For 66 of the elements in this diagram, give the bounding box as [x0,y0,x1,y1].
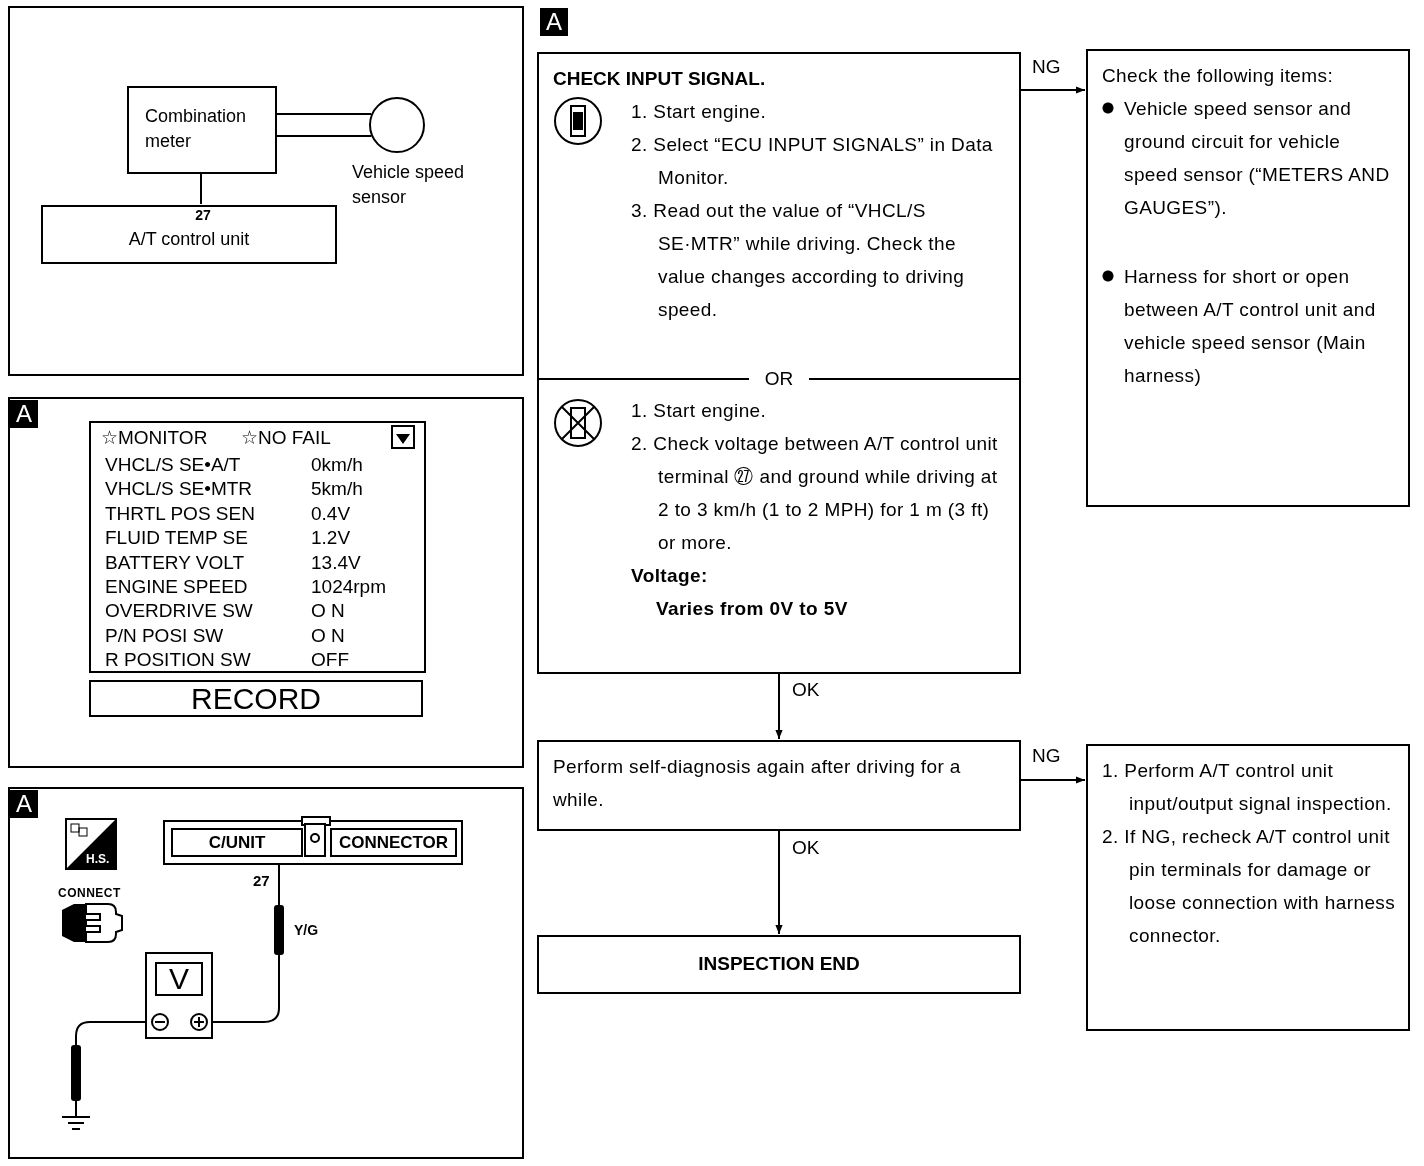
icon-caption: CONNECT [58,885,122,901]
wire [276,135,373,137]
step-text: 1. Perform A/T control unit input/output signal inspection. [1102,759,1393,816]
section-badge: A [10,790,38,818]
table-cell: ENGINE SPEED [105,576,248,598]
table-cell: 1024rpm [311,576,386,598]
table-cell: VHCL/S SE•A/T [105,454,241,476]
step-text: 2. Check voltage between A/T control unit terminal ㉗ and ground while driving at 2 to 3 km/h (1 to 2 MPH) for 1 m (3 ft) or more. [631,432,999,555]
table-cell: 0.4V [311,502,351,525]
wire [200,173,202,205]
process-box [1086,744,1410,1031]
step-text: 2. Select “ECU INPUT SIGNALS” in Data Monitor. [631,133,994,190]
table-cell: O N [311,624,345,647]
section-badge: A [540,8,568,36]
arrow [1020,776,1086,784]
process-box [537,740,1021,831]
arrow [775,830,783,935]
screen-heading: ☆MONITOR [101,427,208,449]
table-cell: FLUID TEMP SE [105,527,248,550]
sensor-circle [369,97,425,153]
table-cell: 5km/h [311,478,363,501]
component-box [41,205,337,264]
step-heading: Check the following items: [1102,64,1335,88]
component-box [127,86,277,174]
connector-drawing [163,820,463,865]
table-cell: OVERDRIVE SW [105,600,253,623]
screen-heading: ☆NO FAIL [241,427,331,449]
spec-value: Varies from 0V to 5V [655,597,849,621]
table-cell: 13.4V [311,551,361,574]
step-text: 1. Start engine. [631,399,768,423]
arrow [775,673,783,740]
step-heading: CHECK INPUT SIGNAL. [553,67,766,91]
terminal-number: 27 [194,207,212,223]
table-cell: O N [311,600,345,623]
process-box [537,52,1021,674]
table-cell: 0km/h [311,454,363,476]
table-cell: P/N POSI SW [105,624,224,647]
table-cell: R POSITION SW [105,649,251,672]
table-cell: VHCL/S SE•MTR [105,478,253,501]
component-label: Vehicle speed sensor [352,161,466,209]
step-heading: INSPECTION END [697,952,861,976]
step-text: 1. Start engine. [631,100,768,124]
wire [276,113,373,115]
icon-caption: H.S. [86,851,111,867]
table-cell: 1.2V [311,527,351,550]
step-text: 2. If NG, recheck A/T control unit pin terminals for damage or loose connection with harness connector. [1102,825,1397,948]
table-cell: THRTL POS SEN [105,502,255,525]
record-button: RECORD [89,680,423,717]
terminal-number: 27 [253,871,271,891]
spec-label: Voltage: [631,564,709,588]
connector-label: C/UNIT [171,828,303,857]
component-label: A/T control unit [127,228,251,251]
table-cell: BATTERY VOLT [105,551,245,574]
process-box [1086,49,1410,507]
ground-symbol [60,1105,92,1133]
monitor-screen [89,421,426,673]
process-box [537,935,1021,994]
meter-display: V [155,962,203,996]
step-text: 3. Read out the value of “VHCL/S SE·MTR” while driving. Check the value changes according to driving speed. [631,199,966,322]
voltmeter [145,952,213,1039]
component-label: Combination meter [145,105,248,153]
section-badge: A [10,400,38,428]
connector-label: CONNECTOR [330,828,457,857]
arrow [1020,86,1086,94]
step-text: Perform self-diagnosis again after driving for a while. [553,755,962,812]
table-cell: OFF [311,649,349,672]
